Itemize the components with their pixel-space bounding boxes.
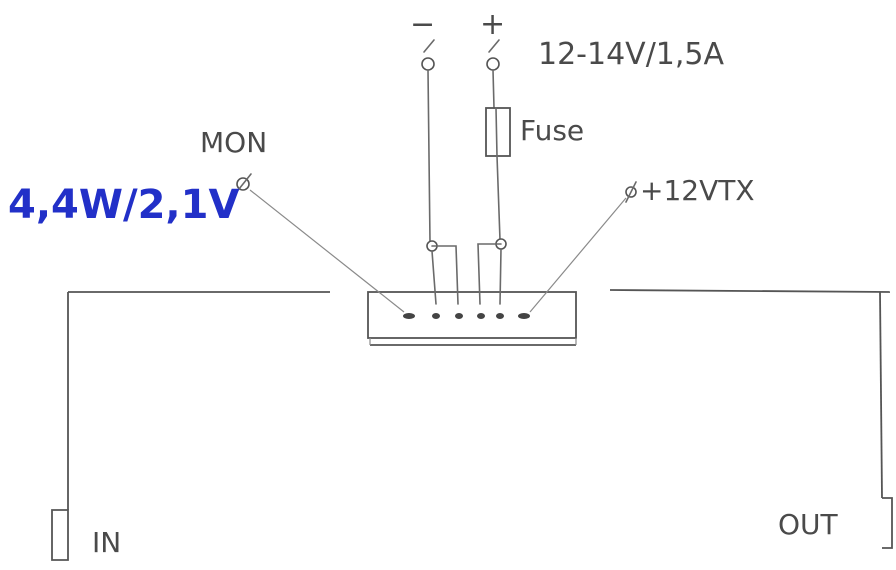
enclosure [67, 289, 891, 510]
mon-label: MON [200, 126, 267, 159]
negative-wire [421, 39, 459, 305]
pin-tx [518, 313, 530, 319]
mon-wire [234, 173, 405, 313]
out-connector [882, 497, 893, 549]
plus-label: + [480, 7, 505, 42]
fuse-symbol [485, 107, 511, 157]
in-connector [51, 509, 69, 561]
minus-label: − [410, 7, 435, 42]
pin-4 [477, 313, 485, 319]
connector-block [367, 291, 577, 346]
tx-label: +12VTX [640, 174, 755, 207]
fuse-label: Fuse [520, 114, 584, 147]
pin-mon [403, 313, 415, 319]
positive-wire [477, 39, 511, 305]
in-label: IN [92, 526, 121, 559]
mon-reading: 4,4W/2,1V [8, 182, 239, 228]
pin-2 [432, 313, 440, 319]
pin-3 [455, 313, 463, 319]
supply-label: 12-14V/1,5A [538, 37, 725, 72]
tx-wire [529, 181, 637, 313]
out-label: OUT [778, 508, 839, 541]
pin-5 [496, 313, 504, 319]
